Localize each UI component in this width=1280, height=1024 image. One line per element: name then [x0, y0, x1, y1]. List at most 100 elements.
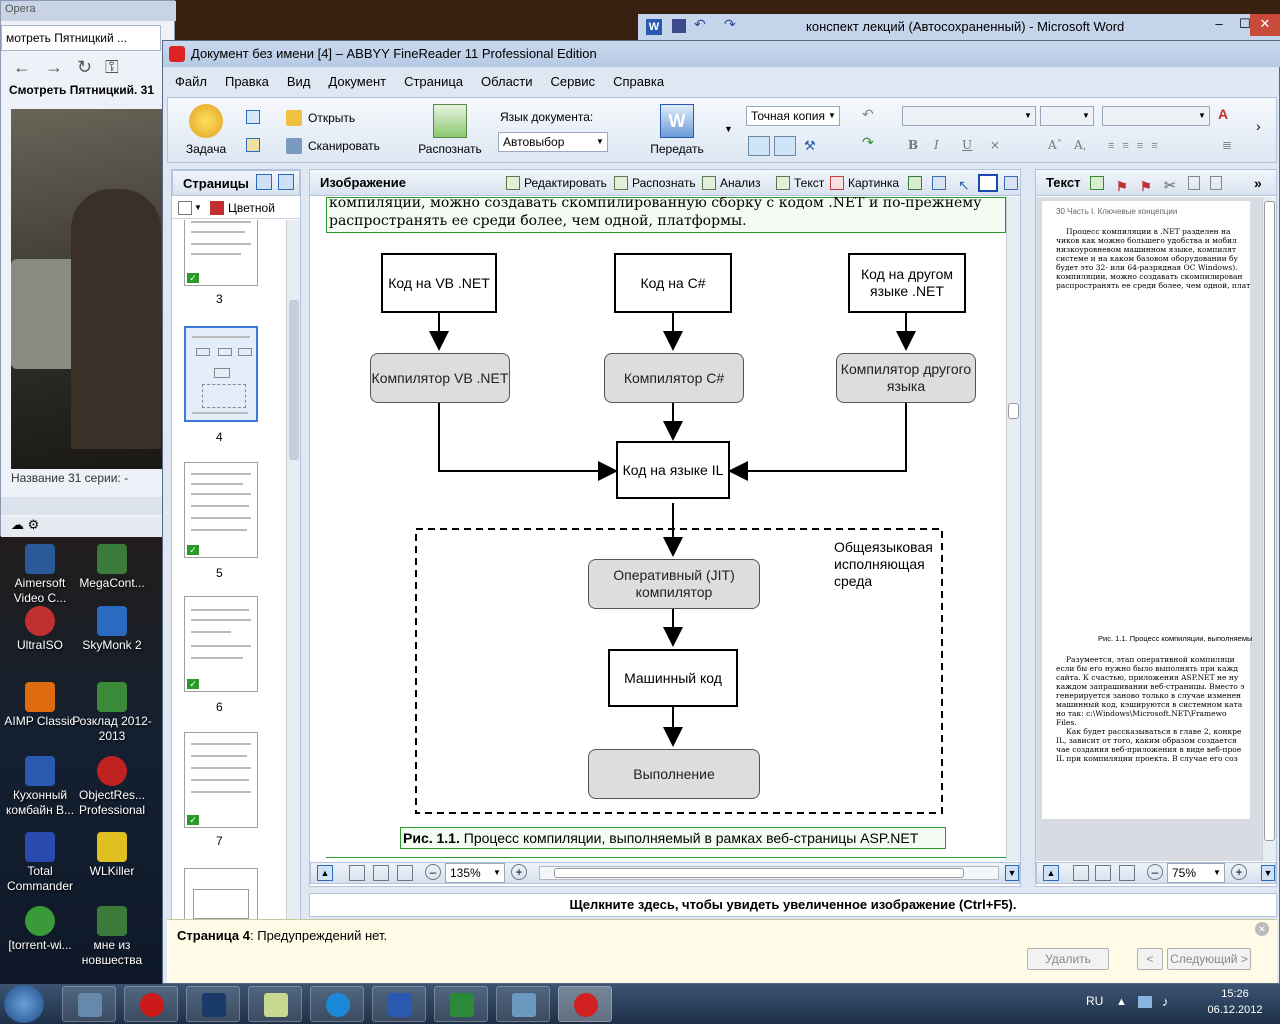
italic-button[interactable]: I: [934, 138, 939, 152]
move-down-icon[interactable]: [278, 174, 294, 190]
send-dropdown-icon[interactable]: ▼: [724, 124, 733, 134]
font-color-icon[interactable]: A: [1218, 106, 1229, 122]
desktop-icon-novshestva[interactable]: мне из новшества: [72, 906, 152, 968]
taskbar-explorer[interactable]: [62, 986, 116, 1022]
zoom-select[interactable]: 135%▼: [445, 863, 505, 883]
recognize-button[interactable]: Распознать: [414, 104, 486, 156]
text-zoom-select[interactable]: 75%▼: [1167, 863, 1225, 883]
grid-icon[interactable]: [932, 176, 946, 190]
thumb-view-icon[interactable]: [178, 201, 192, 215]
menu-document[interactable]: Документ: [328, 74, 387, 89]
text-view-icon[interactable]: [774, 136, 796, 156]
strike-button[interactable]: ×: [990, 138, 1001, 152]
export-mode-select[interactable]: Точная копия▼: [746, 106, 840, 126]
zoom-out-icon[interactable]: –: [1147, 864, 1163, 880]
select-area-icon[interactable]: [978, 174, 998, 192]
fit-page-icon[interactable]: [1073, 865, 1089, 881]
superscript-button[interactable]: Aˆ: [1048, 138, 1063, 152]
style-select[interactable]: ▼: [1102, 106, 1210, 126]
next-button[interactable]: Следующий >: [1167, 948, 1251, 970]
image-view-icon[interactable]: [748, 136, 770, 156]
opera-scrollbar[interactable]: [1, 497, 176, 515]
undo-icon[interactable]: ↶: [694, 16, 706, 32]
taskbar-photoshop[interactable]: [186, 986, 240, 1022]
desktop-icon-ultraiso[interactable]: UltraISO: [0, 606, 80, 653]
cut-icon[interactable]: ✂: [1164, 177, 1176, 193]
zoom-out-icon[interactable]: –: [425, 864, 441, 880]
task-button[interactable]: Задача: [176, 104, 236, 156]
scroll-thumb[interactable]: [554, 868, 964, 878]
pointer-icon[interactable]: ↖: [958, 177, 970, 193]
tray-arrow-icon[interactable]: ▲: [1116, 996, 1127, 1008]
verify-icon[interactable]: [1090, 176, 1104, 190]
word-close-button[interactable]: ✕: [1250, 14, 1280, 36]
key-icon[interactable]: ⚿: [105, 57, 119, 77]
page-thumbnail[interactable]: [184, 868, 258, 920]
page-thumbnail[interactable]: ✓: [184, 220, 258, 286]
text-area-button[interactable]: Текст: [776, 170, 824, 196]
picture-area-button[interactable]: Картинка: [830, 170, 899, 196]
opera-window[interactable]: Opera мотреть Пятницкий ... ← → ↻ ⚿ Смот…: [0, 0, 176, 537]
desktop-icon-aimp[interactable]: AIMP Classic: [0, 682, 80, 729]
redo-icon[interactable]: ↷: [724, 16, 736, 32]
analyze-tool-button[interactable]: Анализ: [702, 170, 761, 196]
menu-page[interactable]: Страница: [404, 74, 464, 89]
open-button[interactable]: Открыть: [286, 110, 355, 126]
text-vscrollbar[interactable]: [1262, 197, 1276, 861]
prev-button[interactable]: <: [1137, 948, 1163, 970]
paste-icon[interactable]: [1210, 176, 1222, 190]
opera-bookmark[interactable]: Смотреть Пятницкий. 31: [9, 83, 155, 97]
desktop-icon-megacont[interactable]: MegaCont...: [72, 544, 152, 591]
taskbar-word[interactable]: [372, 986, 426, 1022]
taskbar-notes[interactable]: [248, 986, 302, 1022]
image-vscrollbar[interactable]: [1006, 197, 1020, 861]
taskbar-skype[interactable]: [310, 986, 364, 1022]
save-icon[interactable]: [672, 19, 686, 33]
desktop-icon-rozklad[interactable]: Розклад 2012-2013: [72, 682, 152, 744]
network-icon[interactable]: [1138, 996, 1152, 1008]
language-indicator[interactable]: RU: [1086, 994, 1104, 1008]
fit-icon[interactable]: [1004, 176, 1018, 190]
redo-icon[interactable]: ↷: [862, 134, 874, 150]
scan-button[interactable]: Сканировать: [286, 138, 380, 154]
new-doc-icon[interactable]: [246, 110, 260, 124]
image-hscrollbar[interactable]: [539, 866, 999, 880]
underline-button[interactable]: U: [962, 138, 973, 152]
scroll-thumb[interactable]: [1008, 403, 1019, 419]
expand-icon[interactable]: »: [1254, 175, 1262, 191]
opera-tab[interactable]: мотреть Пятницкий ...: [1, 25, 161, 51]
menu-help[interactable]: Справка: [613, 74, 665, 89]
page-thumbnail-selected[interactable]: [184, 326, 258, 422]
scroll-thumb[interactable]: [1264, 201, 1275, 841]
recognize-tool-button[interactable]: Распознать: [614, 170, 696, 196]
next-error-icon[interactable]: ⚑: [1140, 179, 1152, 194]
page-thumbnail[interactable]: ✓: [184, 596, 258, 692]
desktop-icon-total-commander[interactable]: Total Commander: [0, 832, 80, 894]
forward-icon[interactable]: →: [45, 57, 63, 77]
desktop-icon-skymonk[interactable]: SkyMonk 2: [72, 606, 152, 653]
reload-icon[interactable]: ↻: [77, 57, 93, 77]
bold-button[interactable]: B: [908, 138, 919, 152]
desktop-icon-objectrescue[interactable]: ObjectRes... Professional: [72, 756, 152, 818]
scroll-down-icon[interactable]: ▼: [1261, 865, 1275, 881]
taskbar-picture-viewer[interactable]: [496, 986, 550, 1022]
undo-icon[interactable]: ↶: [862, 106, 874, 122]
ribbon-more-icon[interactable]: ›: [1256, 118, 1261, 134]
scroll-thumb[interactable]: [289, 300, 299, 460]
doc-lang-select[interactable]: Автовыбор▼: [498, 132, 608, 152]
pages-scrollbar[interactable]: [286, 220, 300, 920]
figure-caption[interactable]: Рис. 1.1. Процесс компиляции, выполняемы…: [400, 827, 946, 849]
start-button[interactable]: [4, 985, 44, 1023]
wrench-icon[interactable]: ⚒: [804, 138, 816, 153]
menu-tools[interactable]: Сервис: [550, 74, 596, 89]
font-select[interactable]: ▼: [902, 106, 1036, 126]
page-thumbnail[interactable]: ✓: [184, 462, 258, 558]
text-canvas[interactable]: 30 Часть I. Ключевые концепции Процесс к…: [1036, 197, 1262, 861]
menu-edit[interactable]: Правка: [224, 74, 269, 89]
back-icon[interactable]: ←: [13, 57, 31, 77]
volume-icon[interactable]: ♪: [1162, 994, 1169, 1009]
delete-button[interactable]: Удалить: [1027, 948, 1109, 970]
zoom-hint-bar[interactable]: Щелкните здесь, чтобы увидеть увеличенно…: [309, 893, 1277, 917]
taskbar-excel[interactable]: [434, 986, 488, 1022]
